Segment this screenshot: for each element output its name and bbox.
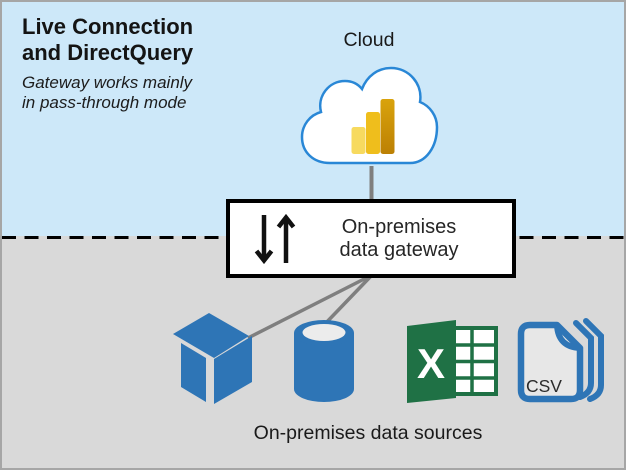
on-premises-sources-label: On-premises data sources <box>253 422 483 444</box>
excel-letter: X <box>417 340 445 387</box>
subtitle-line-2: in pass-through mode <box>22 93 187 112</box>
gateway-label: On-premises data gateway <box>296 216 512 262</box>
database-cylinder-icon <box>294 320 354 402</box>
gateway-box: On-premises data gateway <box>226 199 516 278</box>
excel-icon: X <box>407 320 498 403</box>
title-line-2: and DirectQuery <box>22 40 194 65</box>
up-down-arrows-icon <box>254 213 296 264</box>
subtitle-line-1: Gateway works mainly <box>22 73 193 92</box>
cloud-icon <box>300 66 439 165</box>
cloud-label: Cloud <box>343 29 395 51</box>
gateway-label-line-2: data gateway <box>339 238 459 261</box>
csv-label: CSV <box>526 376 562 396</box>
analysis-services-cube-icon <box>173 313 252 404</box>
csv-files-icon: CSV <box>517 318 604 403</box>
diagram-title: Live Connection and DirectQuery <box>22 14 193 66</box>
diagram-subtitle: Gateway works mainly in pass-through mod… <box>22 73 192 113</box>
title-line-1: Live Connection <box>22 14 194 39</box>
gateway-label-line-1: On-premises <box>341 215 457 238</box>
power-bi-logo <box>351 99 395 154</box>
